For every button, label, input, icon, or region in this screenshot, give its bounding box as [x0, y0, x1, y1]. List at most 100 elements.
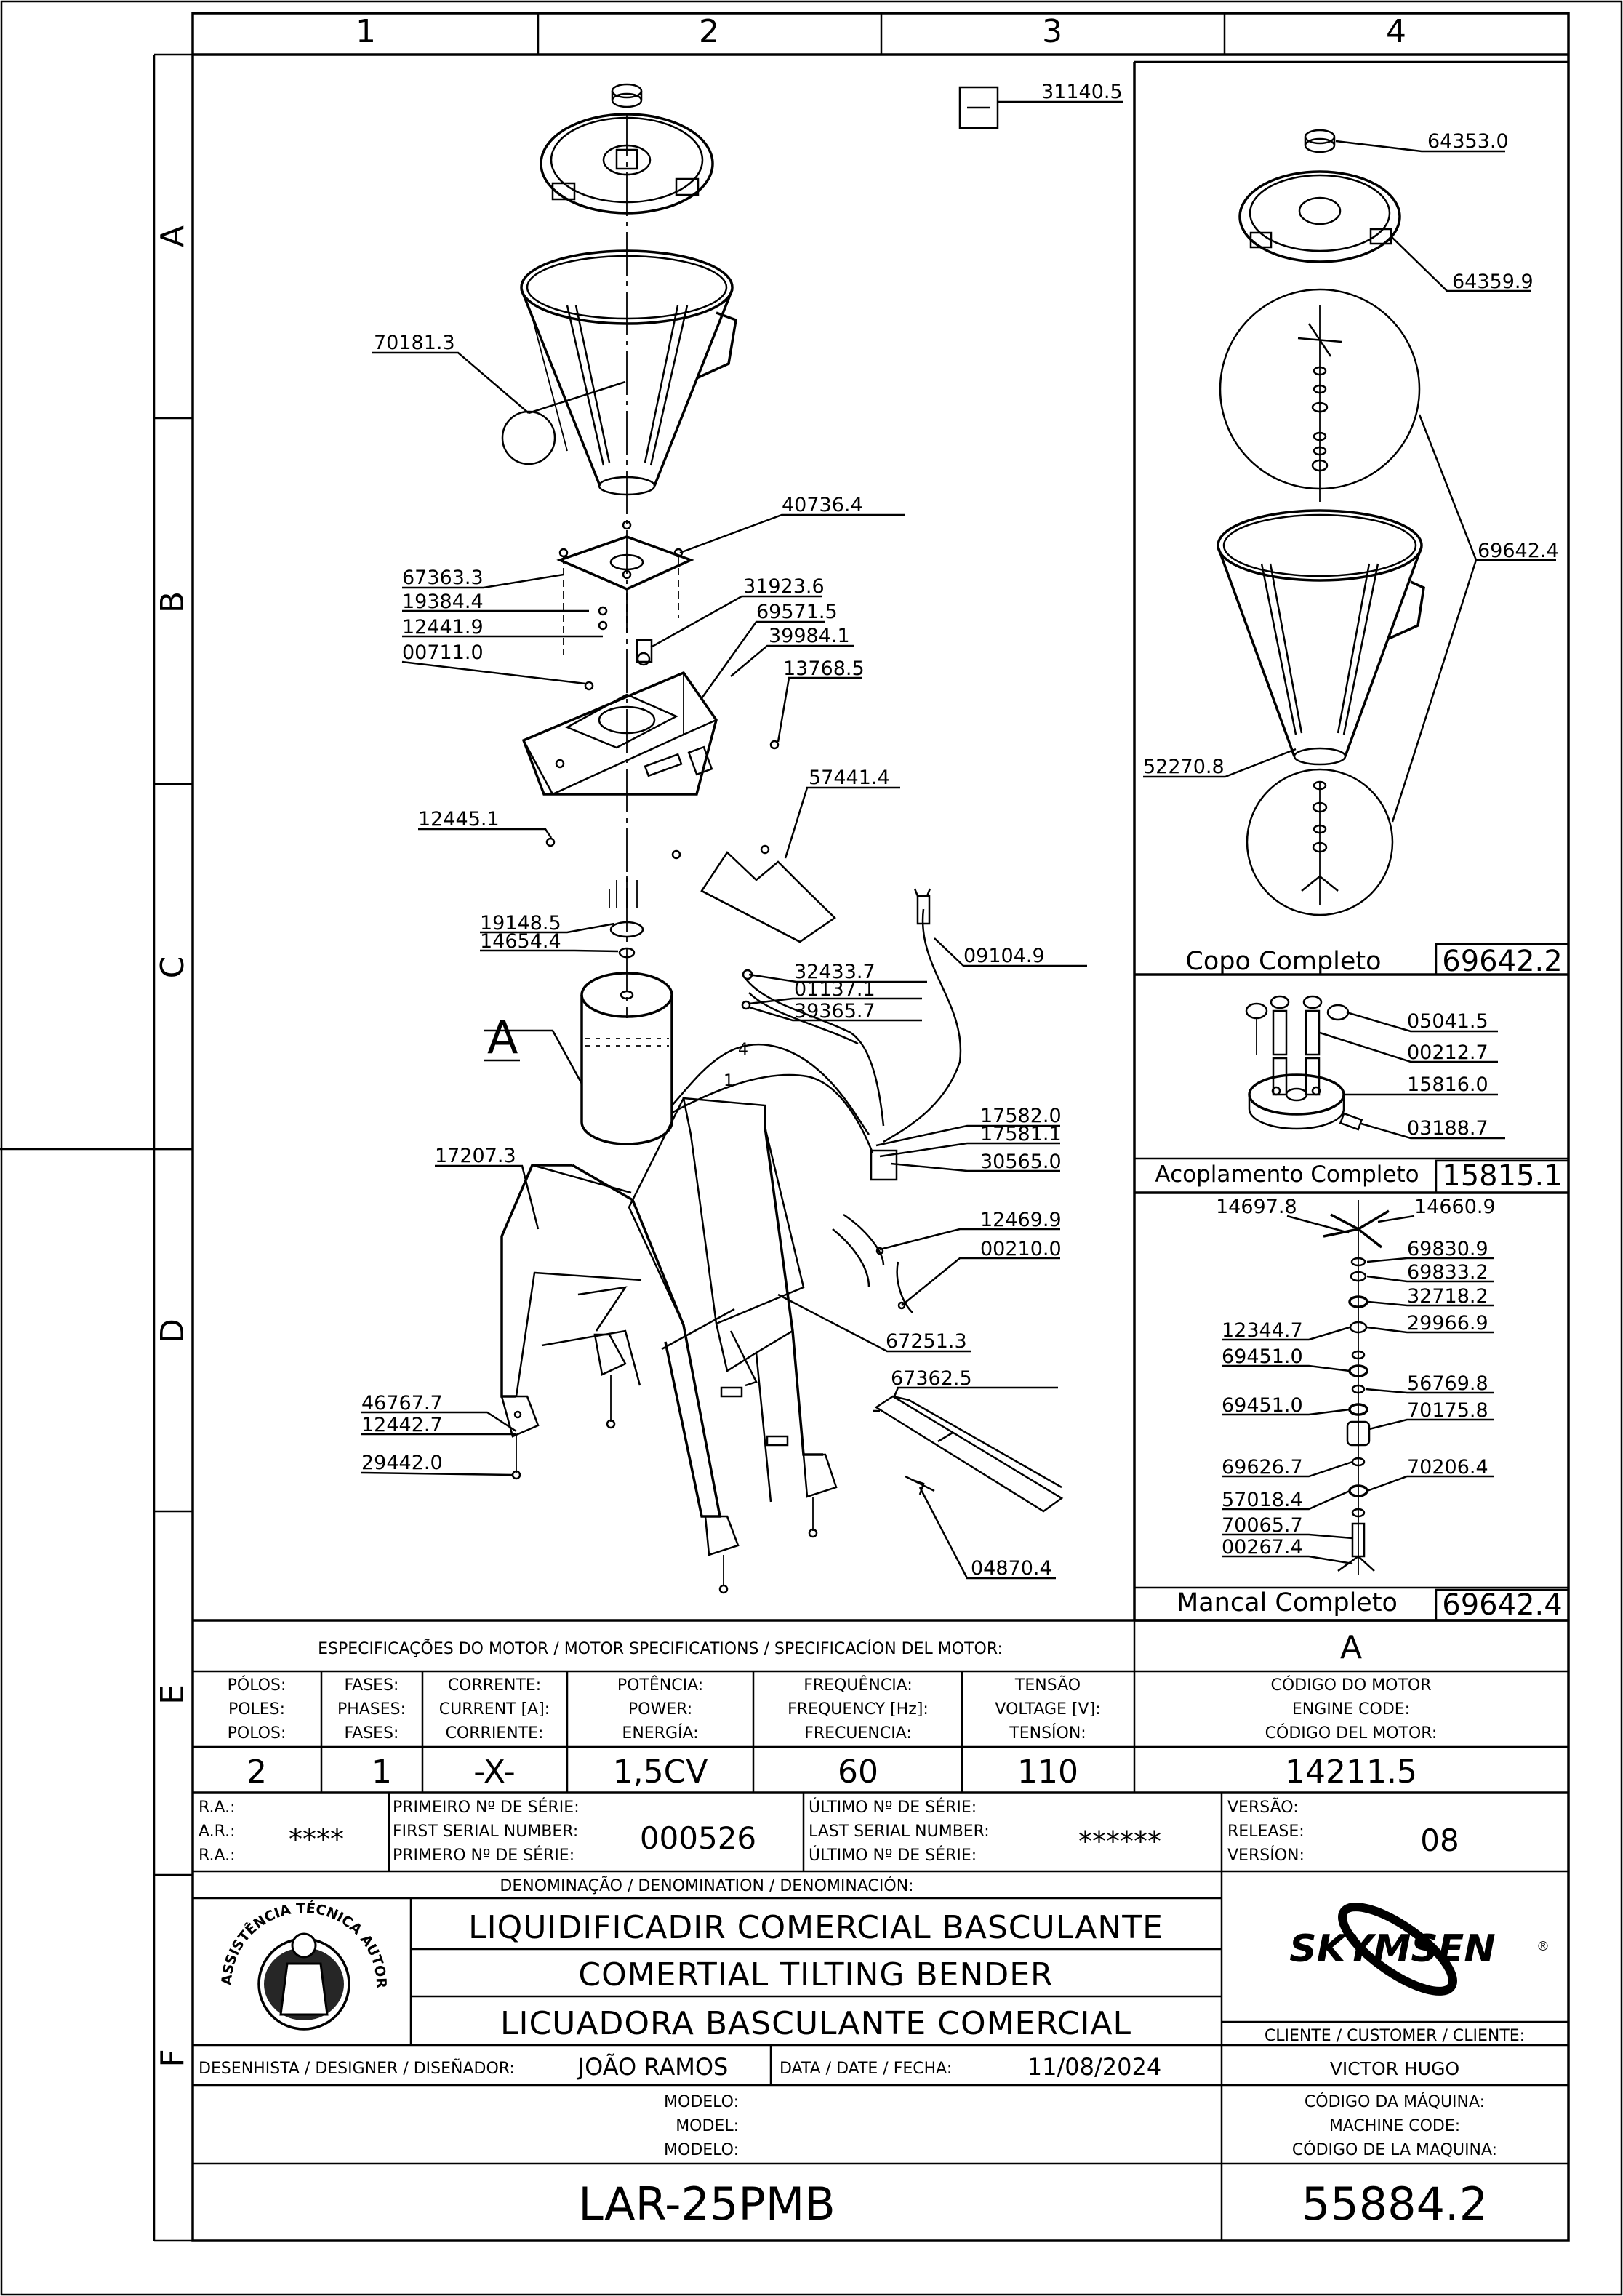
denomination-en: COMERTIAL TILTING BENDER	[578, 1956, 1053, 1993]
part-label: 67251.3	[886, 1330, 967, 1353]
spec-label: FASES:	[345, 1724, 399, 1743]
drive-coupling	[636, 639, 653, 663]
part-label: 39984.1	[769, 625, 850, 647]
main-exploded-view	[500, 83, 1064, 1594]
part-label: 00210.0	[980, 1238, 1062, 1260]
spec-label: ENGINE CODE:	[1292, 1700, 1410, 1719]
panel-code: 69642.2	[1442, 945, 1562, 978]
spec-label: CURRENT [A]:	[439, 1700, 550, 1719]
part-label: 12344.7	[1222, 1319, 1303, 1342]
part-label: 17207.3	[435, 1145, 516, 1167]
part-label: 52270.8	[1143, 756, 1225, 778]
revision-box	[958, 86, 999, 129]
part-label: 19148.5	[480, 912, 561, 935]
spec-value: 60	[838, 1753, 878, 1791]
part-label: 69830.9	[1407, 1238, 1488, 1260]
first-serial-value: 000526	[640, 1820, 756, 1856]
part-label: 17582.0	[980, 1105, 1062, 1127]
serial-row: R.A.: A.R.: R.A.: **** PRIMEIRO Nº DE SÉ…	[193, 1793, 1568, 1873]
spec-label: CORRIENTE:	[446, 1724, 544, 1743]
part-label: 12469.9	[980, 1209, 1062, 1231]
spec-label: FASES:	[345, 1676, 399, 1695]
mancal-completo-panel: 14697.8 14660.9 69830.9 69833.2 32718.2 …	[1177, 1196, 1563, 1622]
grid-row-f: F	[154, 2049, 191, 2067]
spec-label: POLOS:	[228, 1724, 286, 1743]
spec-label: VOLTAGE [V]:	[995, 1700, 1100, 1719]
part-label: 14697.8	[1216, 1196, 1297, 1218]
part-label: 70065.7	[1222, 1514, 1303, 1537]
part-label: 29442.0	[361, 1452, 443, 1474]
spec-value: 2	[247, 1753, 267, 1791]
part-label: 57018.4	[1222, 1489, 1303, 1511]
blender-jar	[520, 249, 737, 496]
part-label: 05041.5	[1407, 1010, 1488, 1033]
part-label: 64353.0	[1427, 130, 1509, 153]
part-label: 29966.9	[1407, 1312, 1488, 1335]
part-label: 67363.3	[402, 567, 484, 589]
version-label: RELEASE:	[1227, 1823, 1305, 1841]
grid-col-3: 3	[1042, 13, 1062, 50]
part-label: 56769.8	[1407, 1372, 1488, 1395]
part-label: 15816.0	[1407, 1073, 1488, 1096]
part-label: 69451.0	[1222, 1394, 1303, 1417]
last-serial-label: ÚLTIMO Nº DE SÉRIE:	[809, 1846, 977, 1865]
part-label: 01137.1	[794, 978, 875, 1001]
motor-spec-table: ESPECIFICAÇÕES DO MOTOR / MOTOR SPECIFIC…	[193, 1619, 1568, 1794]
motor	[580, 972, 673, 1145]
part-label: 70206.4	[1407, 1456, 1488, 1479]
spec-label: POLES:	[228, 1700, 285, 1719]
grid-row-b: B	[154, 591, 191, 613]
part-label: 00711.0	[402, 641, 484, 664]
part-label: 00267.4	[1222, 1536, 1303, 1559]
part-label: 69451.0	[1222, 1345, 1303, 1368]
spec-value: 1	[372, 1753, 392, 1791]
part-label: 12442.7	[361, 1414, 443, 1436]
spec-label: POWER:	[628, 1700, 692, 1719]
model-label: MODELO:	[664, 2093, 739, 2111]
spec-value: -X-	[473, 1753, 516, 1791]
ra-label: A.R.:	[199, 1823, 236, 1841]
grid-row-labels: A B C D E F	[154, 225, 191, 2068]
part-label: 32718.2	[1407, 1285, 1488, 1308]
part-label: 69833.2	[1407, 1261, 1488, 1284]
part-label: 69571.5	[756, 601, 838, 623]
spec-label: PHASES:	[337, 1700, 406, 1719]
last-serial-label: LAST SERIAL NUMBER:	[809, 1823, 990, 1841]
stand-feet	[500, 1333, 838, 1594]
part-label: 14660.9	[1414, 1196, 1496, 1218]
model-label: MODEL:	[676, 2117, 739, 2135]
machine-code-label: MACHINE CODE:	[1329, 2117, 1460, 2135]
designer-value: JOÃO RAMOS	[577, 2053, 729, 2081]
spec-label: CÓDIGO DO MOTOR	[1270, 1676, 1431, 1695]
part-label: 70175.8	[1407, 1399, 1488, 1422]
spec-label: CORRENTE:	[448, 1676, 541, 1695]
spec-label: CÓDIGO DEL MOTOR:	[1265, 1724, 1438, 1743]
tilt-stand	[500, 1097, 823, 1518]
authorized-service-seal: ASSISTÊNCIA TÉCNICA AUTORIZADA	[0, 0, 389, 2031]
grid-col-2: 2	[699, 13, 719, 50]
detail-callout-circle	[501, 410, 556, 465]
main-part-labels: 31140.5 70181.3 40736.4 67363.3 19384.4 …	[361, 81, 1123, 1580]
grid-col-1: 1	[356, 13, 376, 50]
spec-label: POTÊNCIA:	[617, 1676, 703, 1695]
acoplamento-completo-panel: 05041.5 00212.7 15816.0 03188.7 Acoplame…	[1155, 995, 1563, 1193]
spec-label: ENERGÍA:	[622, 1724, 698, 1743]
ra-label: R.A.:	[199, 1847, 236, 1865]
model-label: MODELO:	[664, 2141, 739, 2159]
motor-spec-letter: A	[1340, 1629, 1362, 1666]
part-label: 39365.7	[794, 1000, 875, 1023]
brand-mark: ®	[1536, 1939, 1550, 1954]
last-serial-label: ÚLTIMO Nº DE SÉRIE:	[809, 1798, 977, 1817]
part-label: 19384.4	[402, 591, 484, 613]
seal-text: ASSISTÊNCIA TÉCNICA AUTORIZADA	[0, 0, 389, 1989]
tilt-rod	[874, 1395, 1064, 1513]
panel-title: Copo Completo	[1185, 947, 1381, 976]
part-label: 69626.7	[1222, 1456, 1303, 1479]
machine-code-value: 55884.2	[1302, 2177, 1488, 2231]
wire-label: 4	[738, 1041, 748, 1059]
denomination-heading: DENOMINAÇÃO / DENOMINATION / DENOMINACIÓ…	[500, 1876, 913, 1895]
panel-title: Mancal Completo	[1177, 1588, 1398, 1617]
ra-label: R.A.:	[199, 1799, 236, 1817]
date-value: 11/08/2024	[1027, 2053, 1161, 2081]
part-label: 14654.4	[480, 930, 561, 953]
